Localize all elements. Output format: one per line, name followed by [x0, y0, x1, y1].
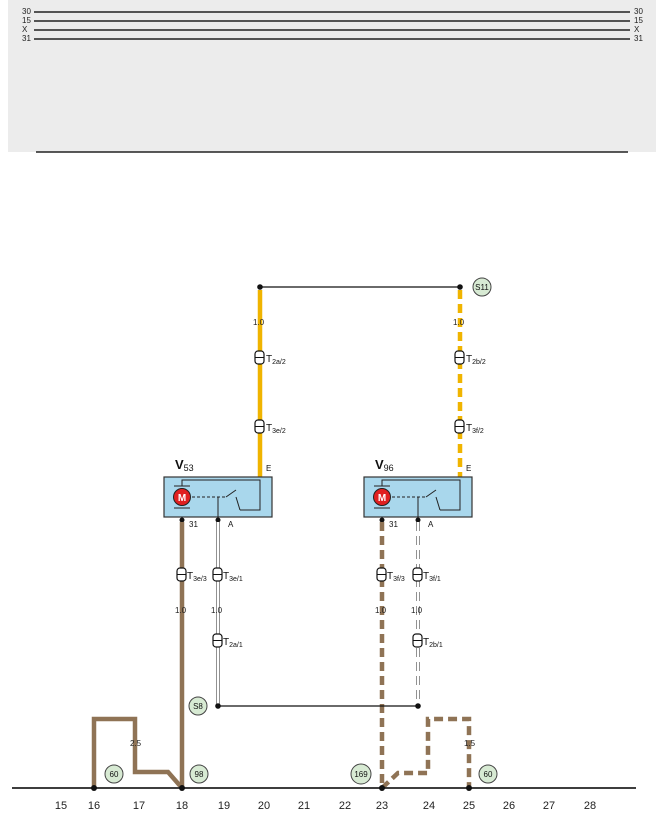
node-169	[350, 763, 372, 785]
svg-text:T3f/1: T3f/1	[423, 571, 441, 583]
svg-text:31: 31	[389, 520, 398, 529]
column-number: 19	[218, 800, 230, 812]
svg-text:T3e/2: T3e/2	[266, 423, 286, 435]
node-s8	[188, 696, 208, 716]
junction-dot	[466, 785, 472, 791]
component-v96: V96 E M 31 A	[363, 457, 473, 529]
svg-text:T3f/3: T3f/3	[387, 571, 405, 583]
rail-label-left-x: X	[22, 25, 28, 34]
column-number: 17	[133, 800, 145, 812]
connector-t3f2: T3f/2	[454, 419, 484, 435]
svg-text:T3e/3: T3e/3	[187, 571, 207, 583]
column-number: 21	[298, 800, 310, 812]
rail-label-right-x: X	[634, 25, 640, 34]
column-number: 28	[584, 800, 596, 812]
node-s11	[472, 277, 492, 297]
column-number: 26	[503, 800, 515, 812]
wire-size-label: 1.0	[211, 606, 223, 615]
connector-t3e1: T3e/1	[212, 567, 243, 583]
connector-t3e3: T3e/3	[176, 567, 207, 583]
svg-text:98: 98	[195, 770, 204, 779]
svg-text:A: A	[428, 520, 434, 529]
node-98	[189, 764, 209, 784]
column-number: 18	[176, 800, 188, 812]
junction-dot	[215, 703, 221, 709]
svg-text:E: E	[466, 464, 471, 473]
connector-t3f1: T3f/1	[412, 567, 441, 583]
rail-label-right-31: 31	[634, 34, 643, 43]
junction-dot	[179, 785, 185, 791]
connector-t2b1: T2b/1	[412, 633, 443, 649]
svg-text:M: M	[378, 493, 386, 504]
svg-text:V96: V96	[375, 457, 394, 473]
wire-size-label: 2.5	[130, 739, 142, 748]
svg-text:T2b/1: T2b/1	[423, 637, 443, 649]
junction-dot	[257, 284, 263, 290]
rail-label-left-15: 15	[22, 16, 31, 25]
component-v53: V53 E M 31 A	[163, 457, 273, 529]
rail-label-right-30: 30	[634, 7, 643, 16]
wire-size-label: 1.0	[175, 606, 187, 615]
node-60-left	[104, 764, 124, 784]
column-number: 27	[543, 800, 555, 812]
wire-size-label: 1.0	[411, 606, 423, 615]
junction-dot	[91, 785, 97, 791]
svg-text:S8: S8	[193, 702, 203, 711]
wire-size-label: 1.5	[464, 739, 476, 748]
wire-size-label: 1.0	[253, 318, 265, 327]
connector-t2a2: T2a/2	[254, 350, 286, 366]
column-number: 22	[339, 800, 351, 812]
rail-label-left-30: 30	[22, 7, 31, 16]
bottom-number-row: 15 16 17 18 19 20 21 22 23 24 25 26 27 28	[55, 800, 596, 812]
svg-text:T3f/2: T3f/2	[466, 423, 484, 435]
node-label: S11	[475, 283, 489, 292]
svg-text:60: 60	[110, 770, 119, 779]
svg-text:169: 169	[354, 770, 368, 779]
connector-t3e2: T3e/2	[254, 419, 286, 435]
junction-dot	[415, 703, 421, 709]
connector-t3f3: T3f/3	[376, 567, 405, 583]
motor-icon	[373, 488, 391, 506]
connector-t2a1: T2a/1	[212, 633, 243, 649]
svg-text:A: A	[228, 520, 234, 529]
connector-t2b2: T2b/2	[454, 350, 486, 366]
motor-icon	[173, 488, 191, 506]
svg-text:T2a/1: T2a/1	[223, 637, 243, 649]
svg-text:T2a/2: T2a/2	[266, 354, 286, 366]
node-60-right	[478, 764, 498, 784]
wire-size-label: 1.0	[453, 318, 465, 327]
rail-label-left-31: 31	[22, 34, 31, 43]
column-number: 24	[423, 800, 435, 812]
junction-dot	[457, 284, 463, 290]
column-number: 16	[88, 800, 100, 812]
brown-ground-wire-right	[380, 716, 472, 790]
svg-text:M: M	[178, 493, 186, 504]
top-panel	[8, 0, 656, 152]
svg-text:V53: V53	[175, 457, 194, 473]
column-number: 15	[55, 800, 67, 812]
column-number: 25	[463, 800, 475, 812]
svg-text:T3e/1: T3e/1	[223, 571, 243, 583]
column-number: 23	[376, 800, 388, 812]
svg-text:31: 31	[189, 520, 198, 529]
wire-size-label: 1.0	[375, 606, 387, 615]
junction-dot	[379, 785, 385, 791]
column-number: 20	[258, 800, 270, 812]
rail-label-right-15: 15	[634, 16, 643, 25]
brown-ground-wire-left	[91, 716, 184, 790]
svg-text:60: 60	[484, 770, 493, 779]
svg-text:E: E	[266, 464, 271, 473]
svg-text:T2b/2: T2b/2	[466, 354, 486, 366]
